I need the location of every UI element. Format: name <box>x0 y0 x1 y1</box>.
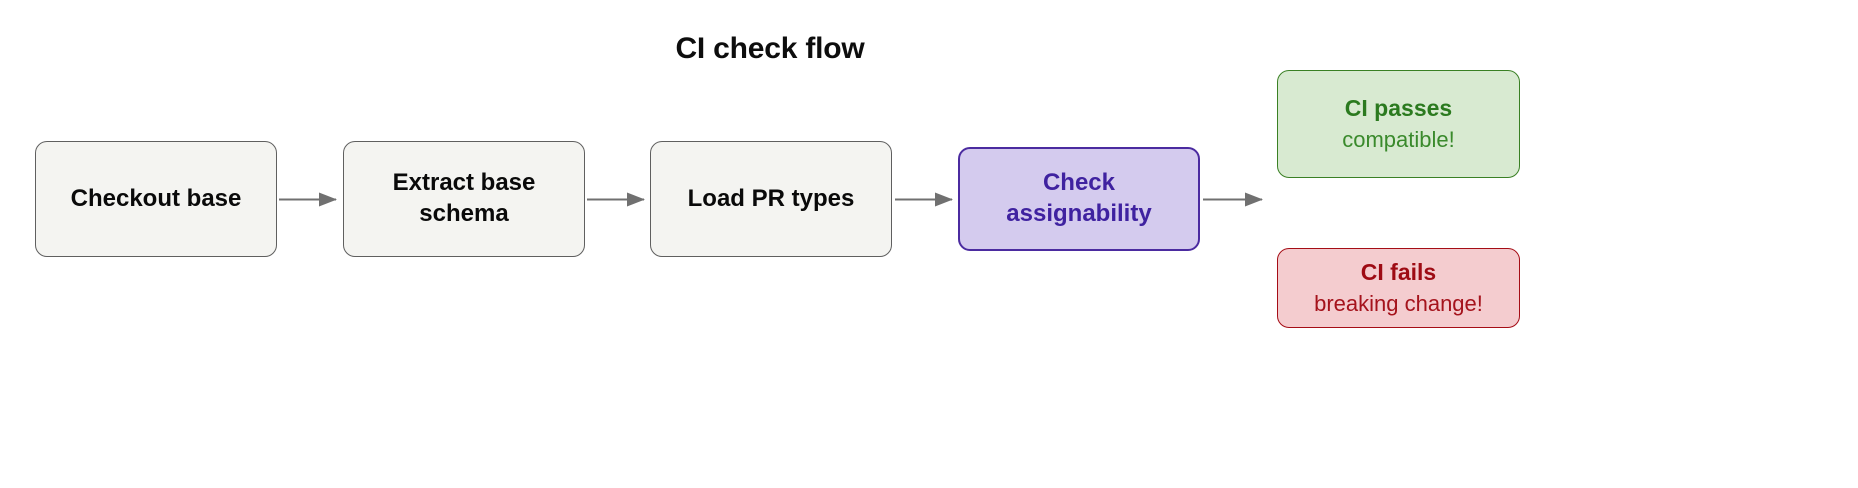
node-extract-base-schema-label-line1: Extract base <box>392 169 536 197</box>
node-check-assignability[interactable]: Check assignability <box>958 147 1200 251</box>
page-title: CI check flow <box>675 32 865 65</box>
node-checkout-base[interactable]: Checkout base <box>35 141 277 257</box>
node-ci-passes[interactable]: CI passes compatible! <box>1277 70 1520 178</box>
node-extract-base-schema[interactable]: Extract base schema <box>343 141 585 257</box>
node-ci-fails-title: CI fails <box>1360 259 1437 286</box>
node-extract-base-schema-label-line2: schema <box>419 200 509 227</box>
node-check-assignability-label-line1: Check <box>1042 169 1116 197</box>
node-ci-passes-title: CI passes <box>1344 95 1453 122</box>
node-load-pr-types-label: Load PR types <box>687 184 855 212</box>
node-ci-passes-subtitle: compatible! <box>1342 126 1455 152</box>
node-check-assignability-label-line2: assignability <box>1006 200 1152 227</box>
node-ci-fails-subtitle: breaking change! <box>1314 290 1483 316</box>
node-load-pr-types[interactable]: Load PR types <box>650 141 892 257</box>
node-checkout-base-label: Checkout base <box>70 184 242 212</box>
node-ci-fails[interactable]: CI fails breaking change! <box>1277 248 1520 328</box>
